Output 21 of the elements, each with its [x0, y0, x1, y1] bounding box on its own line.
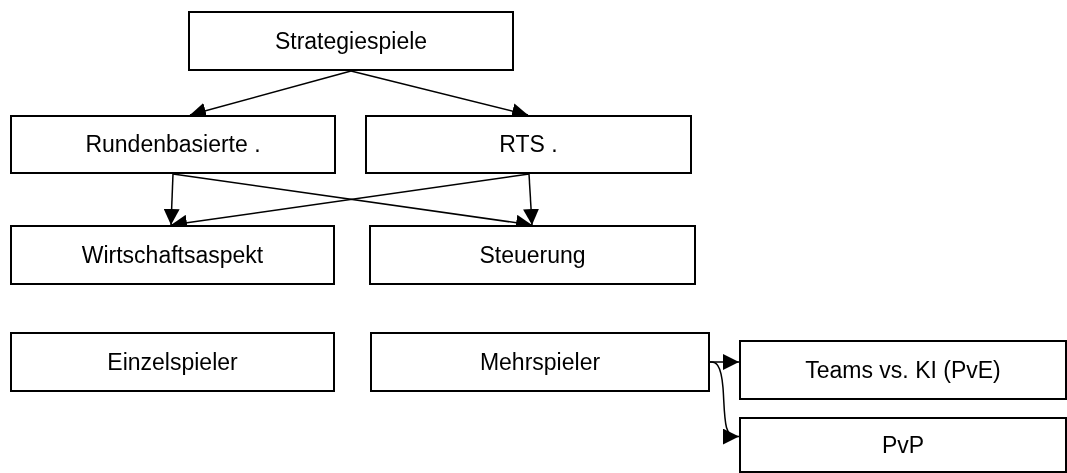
process-box [369, 225, 696, 285]
box-label: Steuerung [479, 241, 586, 269]
process-box [10, 225, 335, 285]
box-label: Einzelspieler [107, 348, 238, 376]
arrow [709, 361, 740, 445]
box-label: Teams vs. KI (PvE) [805, 356, 1001, 384]
process-box [10, 115, 336, 174]
box-label: Rundenbasierte . [85, 131, 261, 158]
process-box [10, 332, 335, 392]
box-label: RTS . [499, 131, 558, 158]
arrow [523, 173, 540, 226]
process-box [370, 332, 710, 392]
box-label: Wirtschaftsaspekt [81, 241, 264, 269]
box-label: Strategiespiele [274, 27, 428, 55]
process-box [188, 11, 514, 71]
box-label: Mehrspieler [479, 348, 601, 376]
process-box [739, 340, 1067, 400]
arrow [163, 173, 180, 226]
process-box [365, 115, 692, 174]
box-label: PvP [881, 431, 925, 459]
process-box [739, 417, 1067, 473]
